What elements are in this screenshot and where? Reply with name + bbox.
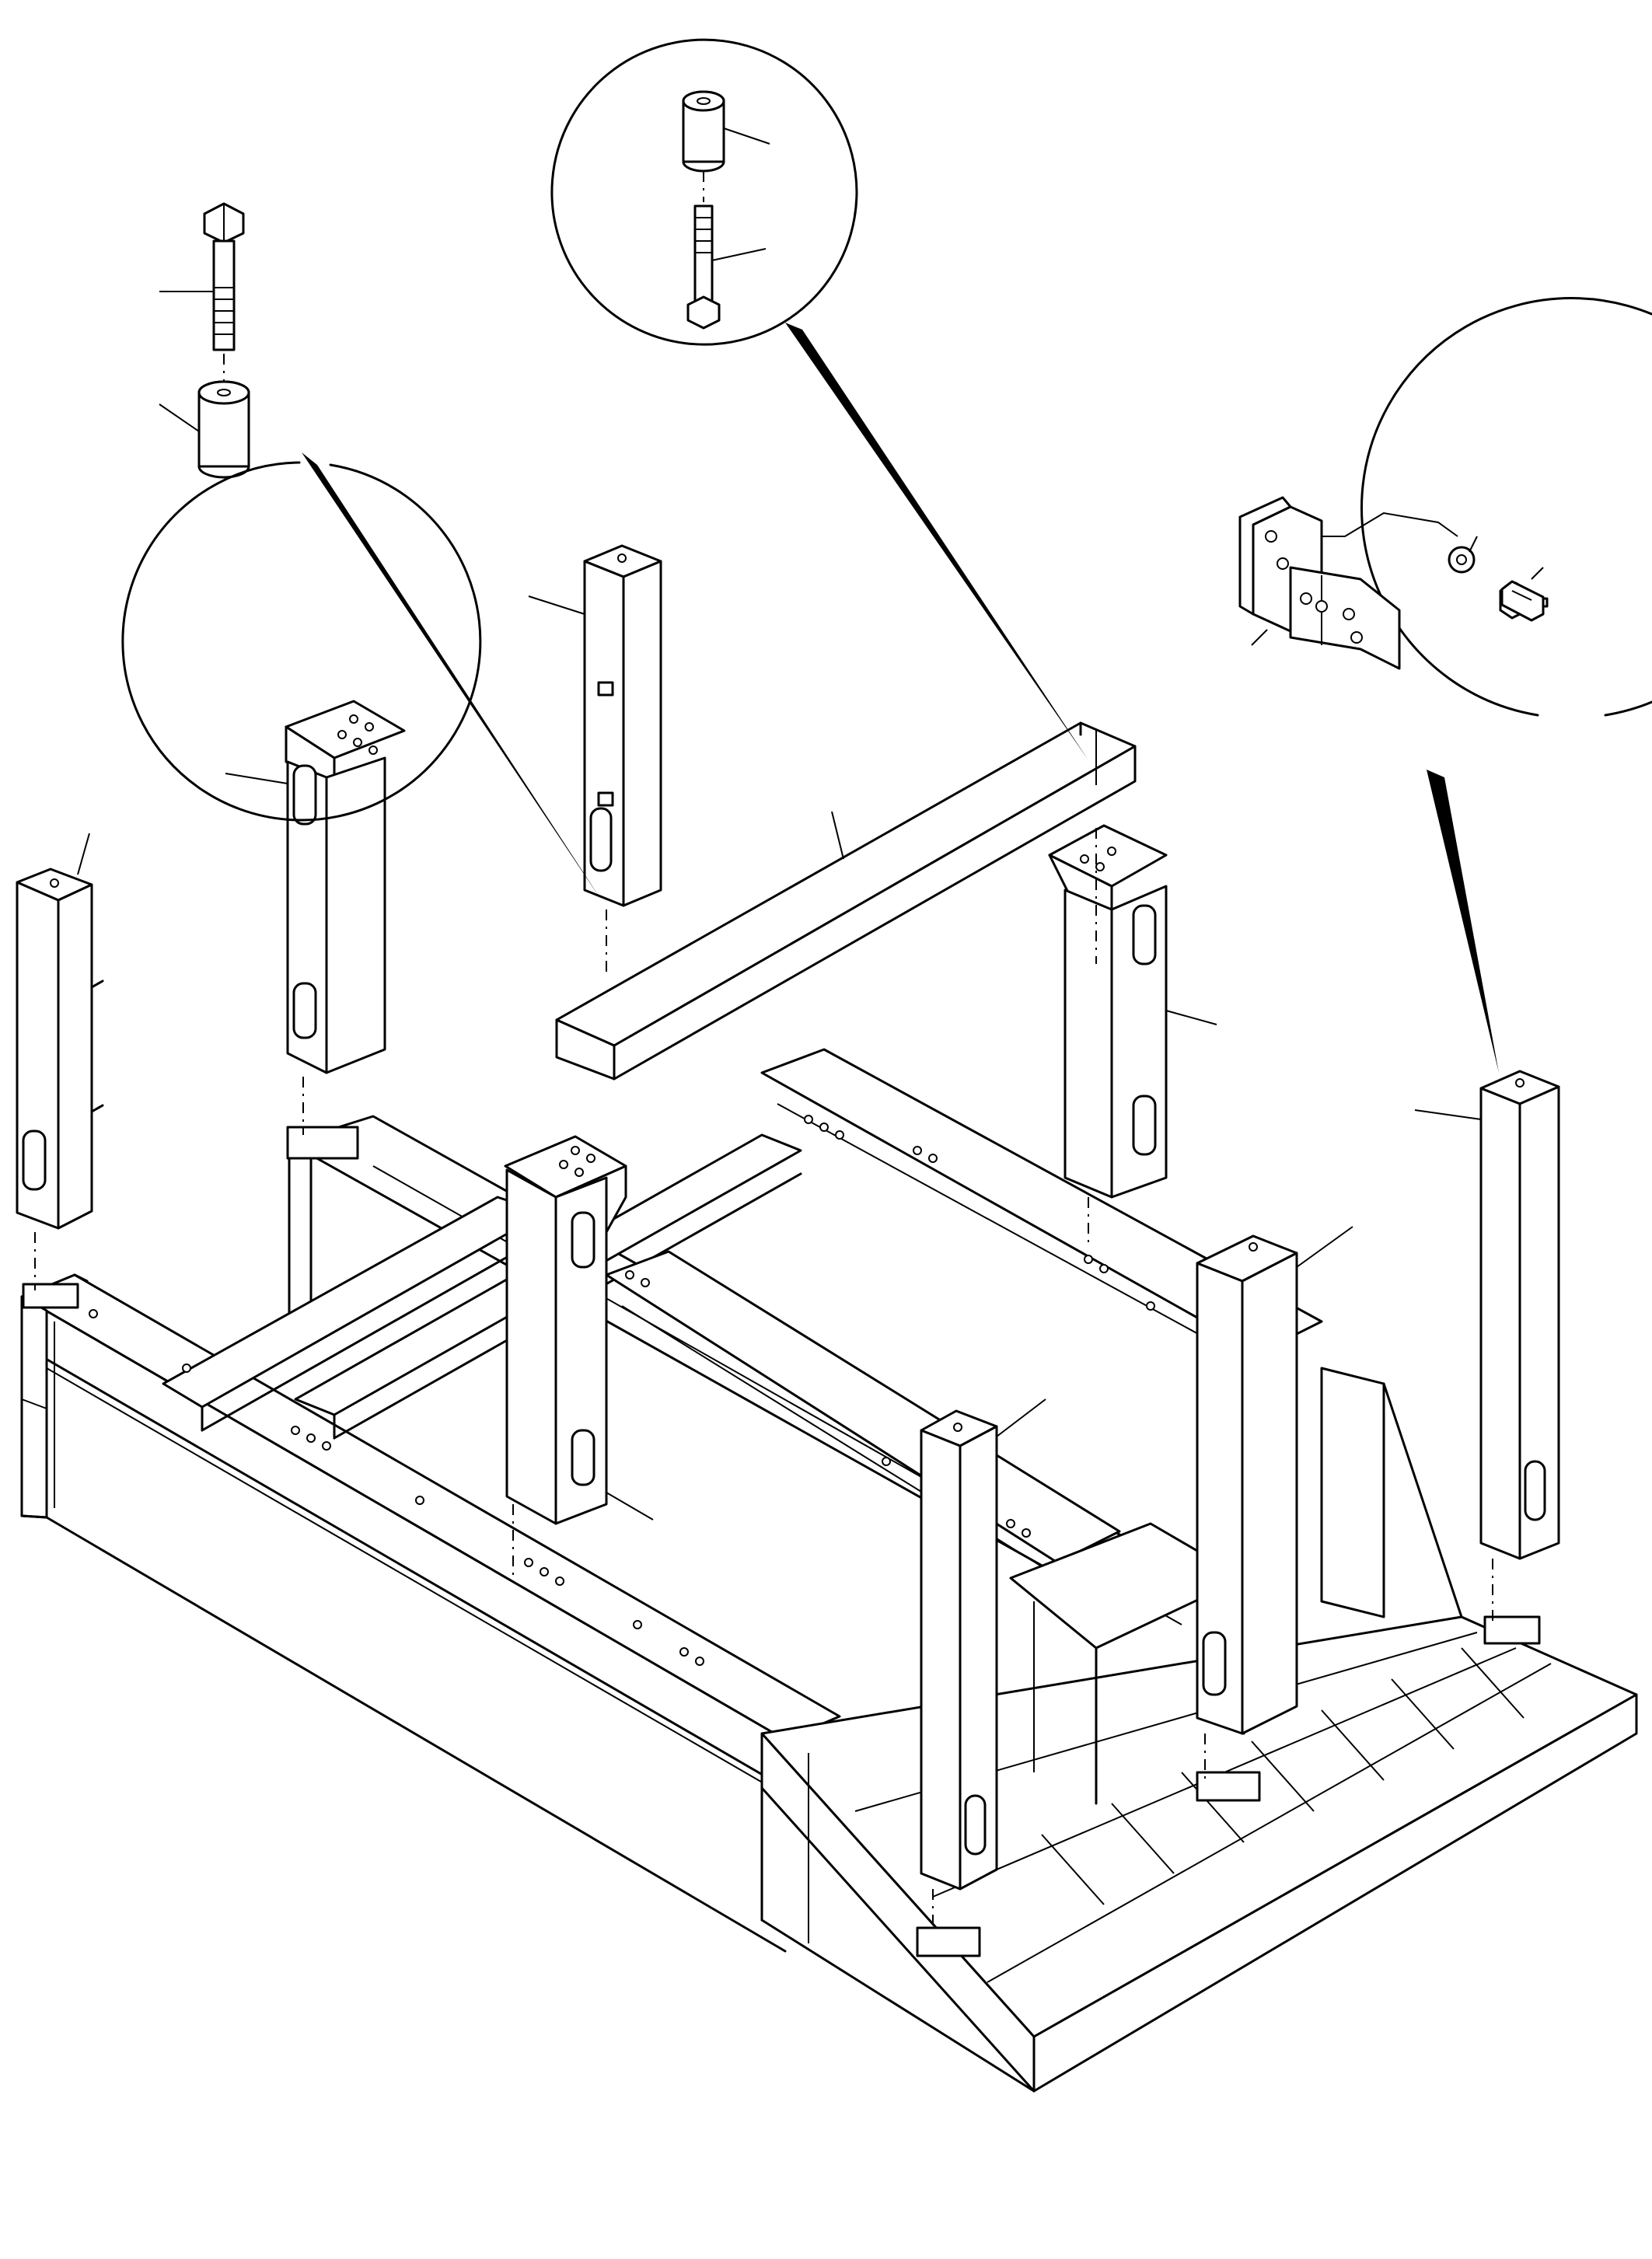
base-frame — [20, 1048, 1638, 2093]
column-front-left — [504, 1135, 627, 1525]
column-far-left — [16, 868, 104, 1230]
assembly-centerlines — [34, 828, 1493, 1928]
column-front-center — [920, 1409, 998, 1891]
detail-circle-top — [550, 38, 858, 346]
column-center-back — [583, 544, 662, 907]
callout-wedges — [302, 323, 1499, 1073]
column-left — [285, 700, 406, 1074]
column-right-back — [1048, 824, 1168, 1199]
column-front-right — [1196, 1234, 1298, 1735]
detail-circle-left — [121, 202, 482, 822]
part-leader-lines — [77, 595, 1482, 1521]
column-far-right — [1479, 1070, 1560, 1560]
detail-circle-right — [1238, 297, 1652, 717]
cross-beam — [555, 721, 1137, 1081]
